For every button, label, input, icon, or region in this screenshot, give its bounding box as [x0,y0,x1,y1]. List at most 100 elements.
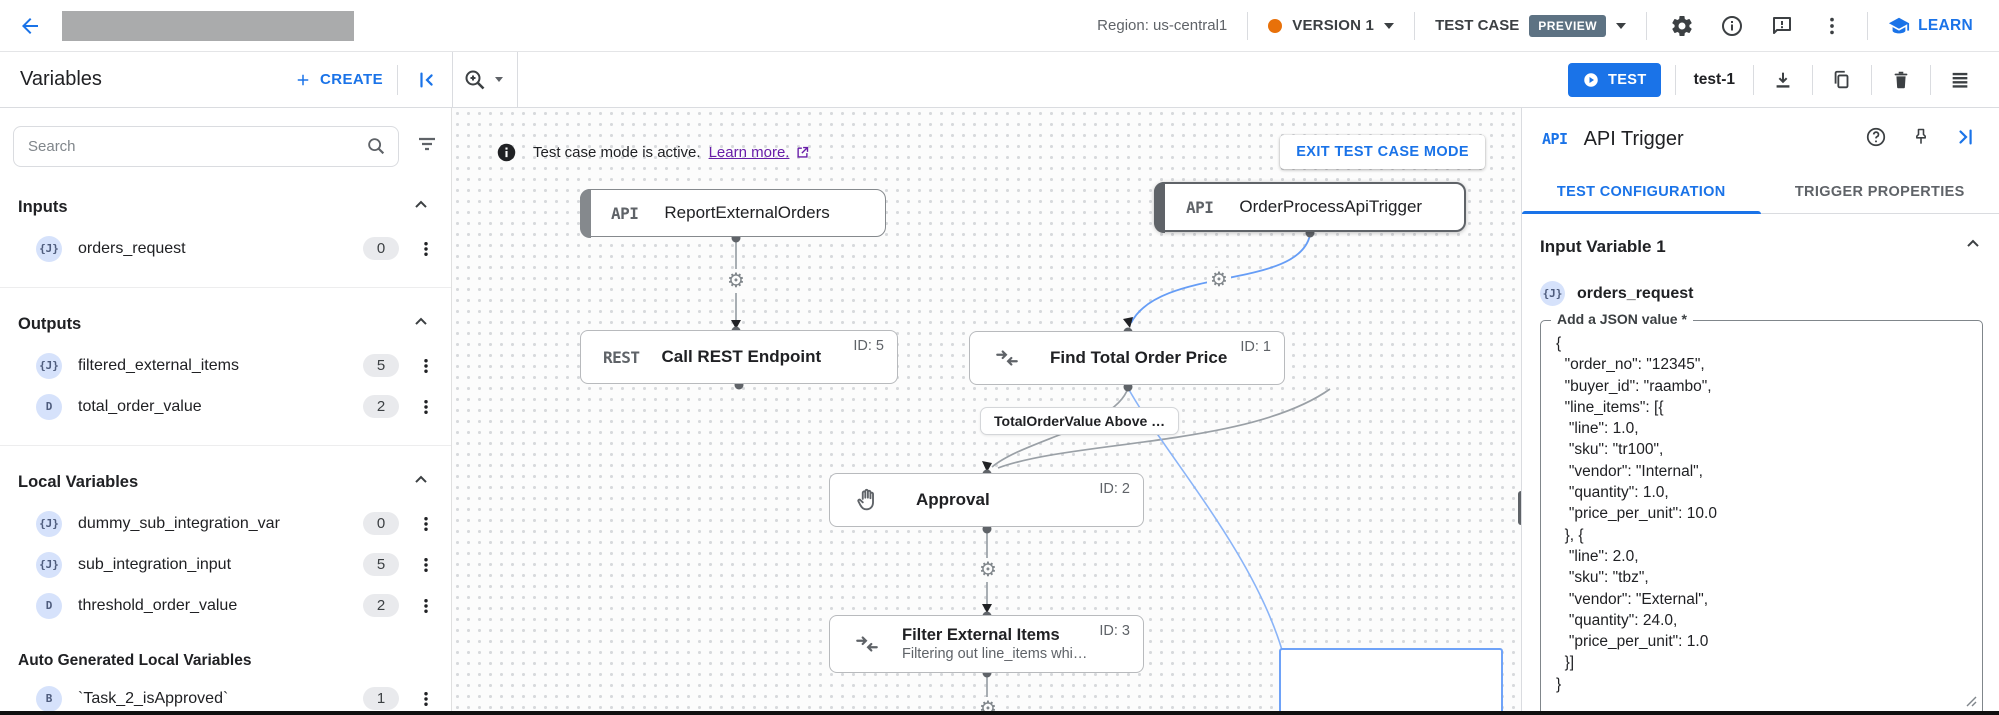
pin-icon[interactable] [1911,127,1931,152]
help-icon[interactable] [1865,126,1887,153]
variable-row[interactable]: {J} sub_integration_input 5 [0,544,451,585]
section-header-outputs[interactable]: Outputs [0,300,451,345]
workflow-canvas[interactable]: Test case mode is active. Learn more. EX… [452,108,1521,715]
node-title: ReportExternalOrders [664,203,830,222]
divider [1812,64,1813,95]
learn-more-link[interactable]: Learn more. [708,144,790,161]
node-find-total-order-price[interactable]: Find Total Order Price ID: 1 [969,331,1285,385]
section-header-inputs[interactable]: Inputs [0,183,451,228]
node-order-process-api-trigger[interactable]: API OrderProcessApiTrigger [1153,181,1466,233]
more-vert-icon[interactable] [415,511,437,537]
info-icon[interactable] [1717,11,1747,41]
log-lines-icon[interactable] [1945,65,1975,95]
copy-icon[interactable] [1827,65,1857,95]
more-vert-icon[interactable] [415,552,437,578]
version-label: VERSION 1 [1292,17,1375,34]
tab-trigger-properties[interactable]: TRIGGER PROPERTIES [1794,184,1965,200]
settings-gear-icon[interactable] [1667,11,1697,41]
delete-trash-icon[interactable] [1886,65,1916,95]
api-chip: API [1542,130,1568,148]
divider [1930,64,1931,95]
section-title: Auto Generated Local Variables [18,652,252,669]
create-variable-button[interactable]: CREATE [294,71,383,89]
back-arrow-icon[interactable] [16,12,44,40]
test-mode-banner: Test case mode is active. Learn more. EX… [452,134,1521,180]
input-variable-section-title: Input Variable 1 [1540,236,1666,256]
feedback-icon[interactable] [1767,11,1797,41]
variable-row[interactable]: D threshold_order_value 2 [0,585,451,626]
usage-count-badge: 1 [363,687,399,710]
variable-name: total_order_value [78,397,202,415]
variable-name: threshold_order_value [78,596,238,614]
download-icon[interactable] [1768,65,1798,95]
divider [1646,11,1648,40]
more-vert-icon[interactable] [1817,11,1847,41]
collapse-panel-icon[interactable] [412,65,442,95]
json-value-text[interactable]: { "order_no": "12345", "buyer_id": "raam… [1556,335,1717,693]
create-label: CREATE [320,71,383,88]
node-title: Approval [916,490,990,509]
search-input[interactable] [13,126,399,167]
test-case-label: TEST CASE [1435,17,1520,34]
variables-title: Variables [20,68,102,90]
node-accent-bar [579,188,591,238]
node-accent-bar [1153,181,1165,233]
node-approval[interactable]: Approval ID: 2 [829,473,1144,527]
collapse-right-icon[interactable] [1955,126,1977,153]
divider [1674,64,1676,95]
more-vert-icon[interactable] [415,353,437,379]
variable-name: dummy_sub_integration_var [78,514,280,532]
divider [0,445,451,446]
variable-row[interactable]: D total_order_value 2 [0,386,451,427]
divider [397,64,398,95]
divider [452,51,453,108]
node-filter-external-items[interactable]: Filter External Items Filtering out line… [829,615,1144,673]
filter-sort-icon[interactable] [415,132,439,161]
chevron-up-icon[interactable] [1963,234,1983,259]
usage-count-badge: 5 [363,553,399,576]
variable-row[interactable]: {J} orders_request 0 [0,228,451,269]
variable-row[interactable]: {J} filtered_external_items 5 [0,345,451,386]
json-field-label: Add a JSON value * [1551,311,1693,327]
more-vert-icon[interactable] [415,394,437,420]
chevron-down-icon [495,77,503,82]
edge-gear-icon[interactable]: ⚙ [1207,268,1231,292]
rest-type-label: REST [603,347,640,367]
exit-test-case-mode-button[interactable]: EXIT TEST CASE MODE [1280,135,1485,169]
test-button[interactable]: TEST [1567,62,1661,97]
usage-count-badge: 2 [363,395,399,418]
learn-button[interactable]: LEARN [1888,15,1973,37]
version-menu[interactable]: VERSION 1 [1268,17,1395,34]
divider [1871,64,1872,95]
variable-name: sub_integration_input [78,555,232,573]
variable-row[interactable]: B `Task_2_isApproved` 1 [0,678,451,715]
divider [1753,64,1754,95]
edge-condition-label[interactable]: TotalOrderValue Above … [980,407,1180,435]
more-vert-icon[interactable] [415,236,437,262]
resize-grip-icon[interactable] [1965,695,1978,713]
variable-row[interactable]: {J} dummy_sub_integration_var 0 [0,503,451,544]
node-title: Find Total Order Price [1050,348,1228,367]
api-type-label: API [1186,197,1214,217]
data-mapping-icon [854,631,880,657]
more-vert-icon[interactable] [415,593,437,619]
node-report-external-orders[interactable]: API ReportExternalOrders [579,188,886,238]
edge-gear-icon[interactable]: ⚙ [724,269,748,293]
node-id-label: ID: 5 [853,338,884,354]
panel-resize-handle[interactable] [1518,491,1521,525]
section-header-auto-generated[interactable]: Auto Generated Local Variables [0,640,451,678]
section-header-local-variables[interactable]: Local Variables [0,458,451,503]
panel-tabs: TEST CONFIGURATION TRIGGER PROPERTIES [1522,170,1999,214]
variables-toolbar: Variables CREATE TEST test-1 [0,51,1999,108]
zoom-control[interactable] [463,68,503,92]
json-value-field[interactable]: Add a JSON value * { "order_no": "12345"… [1540,311,1983,715]
variables-sidebar: Inputs {J} orders_request 0 Outputs [0,108,452,715]
test-case-menu[interactable]: TEST CASE PREVIEW [1435,14,1627,37]
tab-test-configuration[interactable]: TEST CONFIGURATION [1522,170,1761,214]
more-vert-icon[interactable] [415,686,437,712]
node-id-label: ID: 1 [1240,339,1271,355]
node-call-rest-endpoint[interactable]: REST Call REST Endpoint ID: 5 [580,330,898,384]
edge-gear-icon[interactable]: ⚙ [976,558,1000,582]
divider [0,287,451,288]
